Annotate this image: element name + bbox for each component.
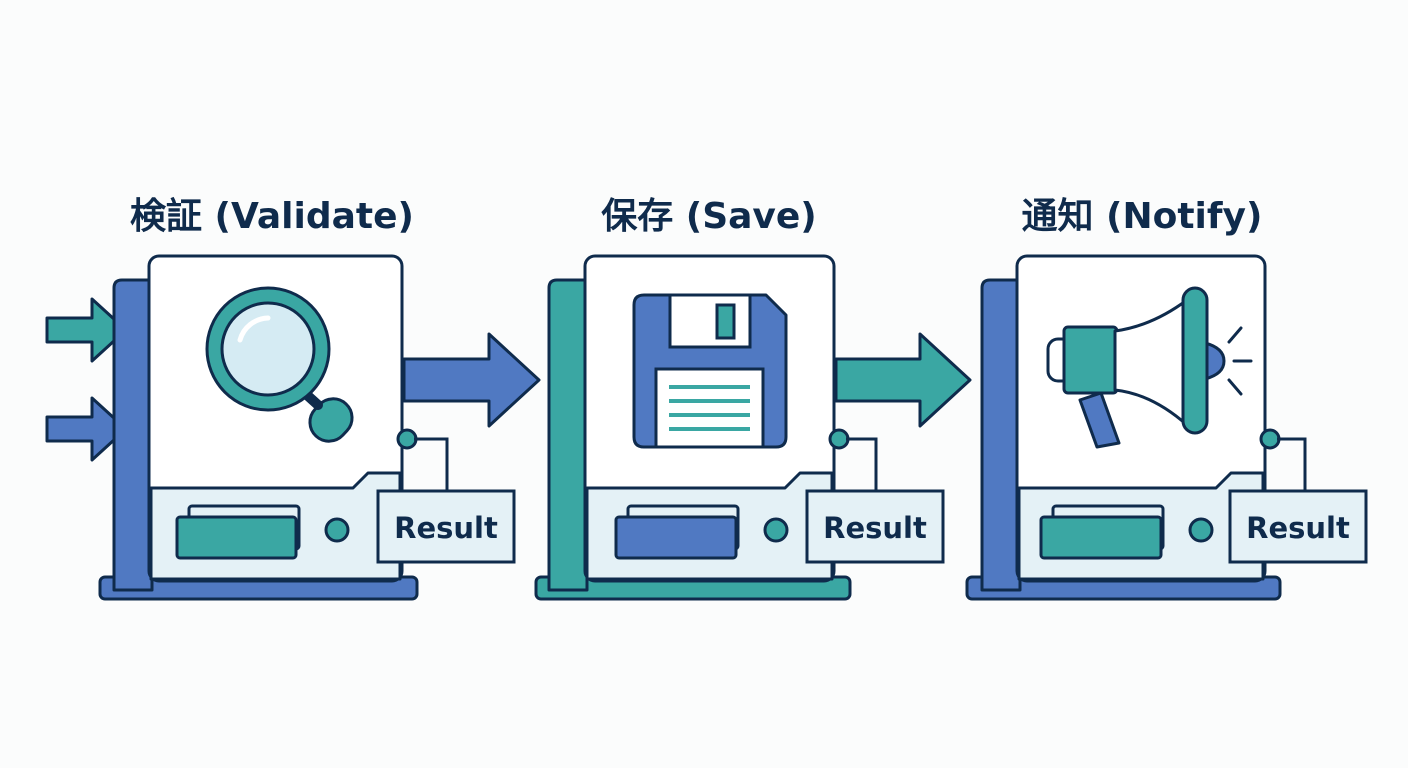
result-box [805, 489, 945, 564]
connector-wire [414, 437, 449, 492]
stage-title-save: 保存 (Save) [601, 196, 817, 237]
magnifying-glass-icon [205, 286, 354, 443]
status-indicator [763, 517, 789, 543]
stage-title-validate: 検証 (Validate) [130, 196, 414, 237]
floppy-disk-icon [632, 293, 788, 449]
connection-arrow-validate-to-save [402, 332, 541, 428]
stage-validate: Result [98, 254, 516, 601]
slot-front [1039, 515, 1163, 560]
input-arrow-bottom [45, 396, 128, 462]
result-label: Result [823, 511, 927, 545]
connector-wire [846, 437, 878, 492]
result-box [376, 489, 516, 564]
stage-notify: Result [965, 254, 1368, 601]
result-label: Result [1246, 511, 1350, 545]
connector-wire [1277, 437, 1307, 492]
status-indicator [1188, 517, 1214, 543]
stage-save: Result [534, 254, 945, 601]
megaphone-icon [1046, 286, 1253, 449]
result-box [1228, 489, 1368, 564]
stage-title-notify: 通知 (Notify) [1022, 196, 1263, 237]
connector-knob [396, 428, 418, 450]
side-plate [980, 278, 1022, 592]
connector-knob [1259, 428, 1281, 450]
connection-arrow-save-to-notify [834, 332, 972, 428]
slot-front [614, 515, 738, 560]
side-plate [112, 278, 154, 592]
side-plate [547, 278, 589, 592]
slot-front [175, 515, 298, 560]
result-label: Result [394, 511, 498, 545]
status-indicator [324, 517, 350, 543]
input-arrow-top [45, 297, 128, 363]
connector-knob [828, 428, 850, 450]
